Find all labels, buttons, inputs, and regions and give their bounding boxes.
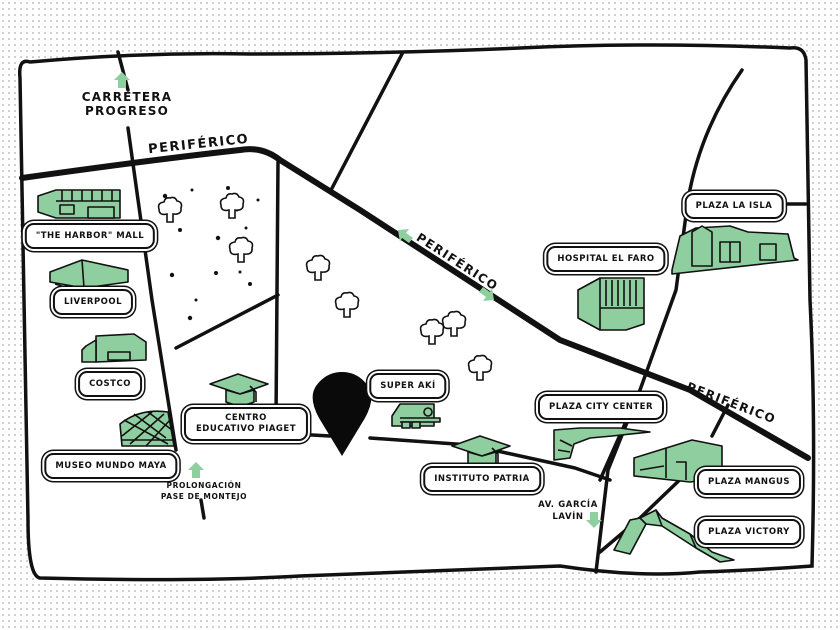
road-label-line: PROGRESO	[85, 104, 169, 118]
arrow-up-icon	[114, 72, 130, 88]
building-victory-icon	[613, 509, 735, 563]
place-label-harbor-mall[interactable]: "THE HARBOR" MALL	[24, 223, 156, 249]
road-label-line: AV. GARCÍA	[538, 500, 598, 510]
building-la-isla-icon	[671, 225, 799, 275]
road-label-line: PROLONGACIÓN	[166, 481, 242, 490]
place-label-centro-educativo-piaget[interactable]: CENTRO EDUCATIVO PIAGET	[183, 407, 309, 441]
graduation-cap-icon	[451, 435, 511, 468]
place-label-liverpool[interactable]: LIVERPOOL	[52, 289, 134, 315]
place-label-super-aki[interactable]: SUPER AKÍ	[369, 373, 447, 399]
map-pin-icon[interactable]	[312, 372, 372, 456]
arrows	[114, 72, 602, 528]
map-border	[17, 43, 816, 582]
building-harbor-mall-icon	[37, 189, 121, 219]
road-carretera-progreso	[116, 50, 130, 92]
road-garcia-lavin	[594, 68, 744, 574]
road-label-prolongacion-montejo: PROLONGACIÓN PASE DE MONTEJO	[161, 480, 247, 502]
arrow-se-icon	[479, 287, 494, 301]
road-mangus-connector	[710, 403, 730, 438]
road-label-line: PASE DE MONTEJO	[160, 492, 248, 501]
building-hospital-icon	[577, 277, 645, 331]
road-label-line: LAVÍN	[552, 512, 584, 522]
road-prolongacion-montejo	[126, 126, 178, 452]
road-label-line: CARRETERA	[81, 90, 173, 104]
road-park-diagonal	[174, 293, 280, 350]
place-label-costco[interactable]: COSTCO	[78, 371, 142, 397]
road-north-diagonal	[328, 52, 404, 194]
place-label-hospital-el-faro[interactable]: HOSPITAL EL FARO	[546, 246, 666, 272]
place-label-plaza-la-isla[interactable]: PLAZA LA ISLA	[684, 193, 784, 219]
road-park-east	[274, 160, 280, 422]
road-label-carretera-progreso: CARRETERA PROGRESO	[82, 90, 172, 118]
place-label-plaza-city-center[interactable]: PLAZA CITY CENTER	[537, 394, 665, 420]
building-costco-icon	[81, 333, 147, 363]
arrow-nw-icon	[398, 229, 413, 243]
arrow-up-icon	[188, 462, 204, 478]
place-label-line: EDUCATIVO PIAGET	[195, 424, 297, 434]
place-label-instituto-patria[interactable]: INSTITUTO PATRIA	[423, 466, 541, 492]
building-super-aki-icon	[391, 403, 441, 429]
building-museo-mundo-maya-icon	[119, 410, 176, 447]
road-montejo-south	[199, 498, 206, 520]
graduation-cap-icon	[209, 373, 269, 406]
place-label-line: CENTRO	[225, 413, 267, 423]
road-periferico	[19, 146, 811, 461]
place-label-museo-mundo-maya[interactable]: MUSEO MUNDO MAYA	[44, 453, 178, 479]
arrow-down-icon	[586, 512, 602, 528]
road-label-garcia-lavin: AV. GARCÍA LAVÍN	[538, 499, 598, 523]
building-city-center-icon	[553, 427, 651, 461]
place-label-plaza-victory[interactable]: PLAZA VICTORY	[697, 519, 801, 545]
place-label-plaza-mangus[interactable]: PLAZA MANGUS	[696, 469, 802, 495]
road-pin-east	[368, 436, 612, 482]
